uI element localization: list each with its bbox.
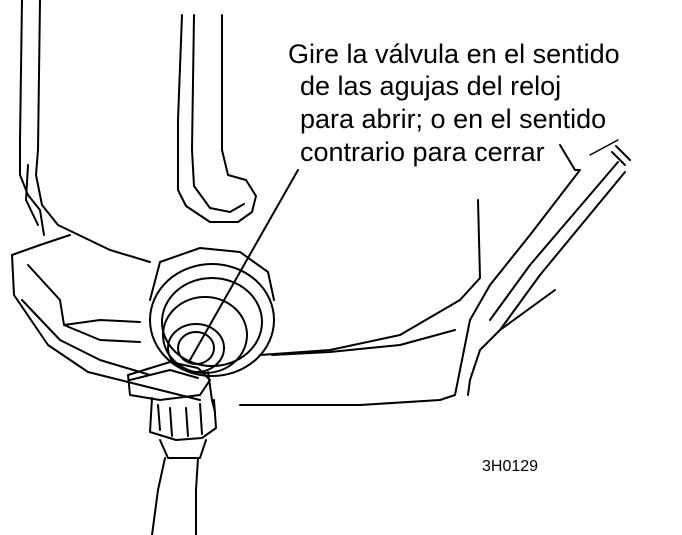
- valve-knob: [127, 361, 211, 401]
- callout-line-3: para abrir; o en el sentido: [300, 104, 607, 134]
- valve-body: [149, 263, 275, 377]
- callout-line-4: contrario para cerrar: [300, 137, 545, 167]
- callout-line-2: de las agujas del reloj: [300, 71, 562, 101]
- tank-outline: [19, 0, 45, 236]
- callout-line-1: Gire la válvula en el sentido: [288, 39, 620, 69]
- hose: [151, 457, 166, 535]
- leader-line: [189, 169, 299, 361]
- figure-code: 3H0129: [482, 458, 539, 475]
- housing-base: [11, 254, 201, 401]
- handle-bracket: [177, 14, 257, 223]
